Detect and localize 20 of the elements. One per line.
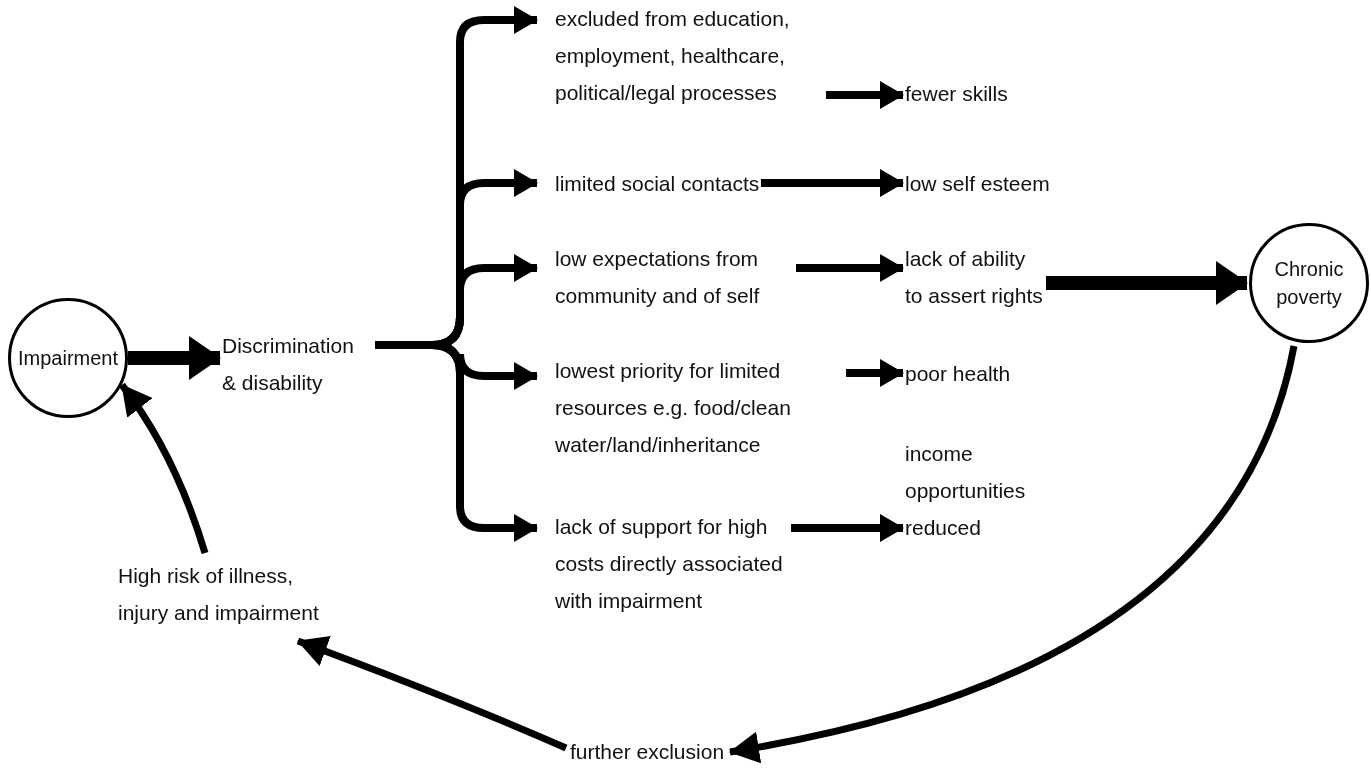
arrow <box>729 345 1298 763</box>
flow-text: excluded from education, employment, healthcare, political/legal processes <box>555 6 791 106</box>
flow-text: low self esteem <box>905 171 1050 197</box>
arrow <box>128 336 221 380</box>
flow-text: lowest priority for limited resources e.g. food/clean water/land/inheritance <box>555 358 792 458</box>
flow-text: lack of ability to assert rights <box>905 246 1044 309</box>
flow-text: low expectations from community and of self <box>555 246 761 309</box>
flow-text: further exclusion <box>570 739 725 765</box>
flow-text: Discrimination & disability <box>222 333 355 396</box>
arrow <box>1046 261 1248 305</box>
flow-text: poor health <box>905 361 1011 387</box>
node-label: Impairment <box>18 346 118 371</box>
arrow <box>296 636 568 752</box>
flow-text: fewer skills <box>905 81 1008 107</box>
flow-text: High risk of illness, injury and impairment <box>118 563 320 626</box>
node-label: Chronic poverty <box>1273 257 1345 310</box>
arrow <box>119 382 209 555</box>
flow-text: lack of support for high costs directly associated with impairment <box>555 514 784 614</box>
flow-text: income opportunities reduced <box>905 441 1027 541</box>
flow-text: limited social contacts <box>555 171 760 197</box>
